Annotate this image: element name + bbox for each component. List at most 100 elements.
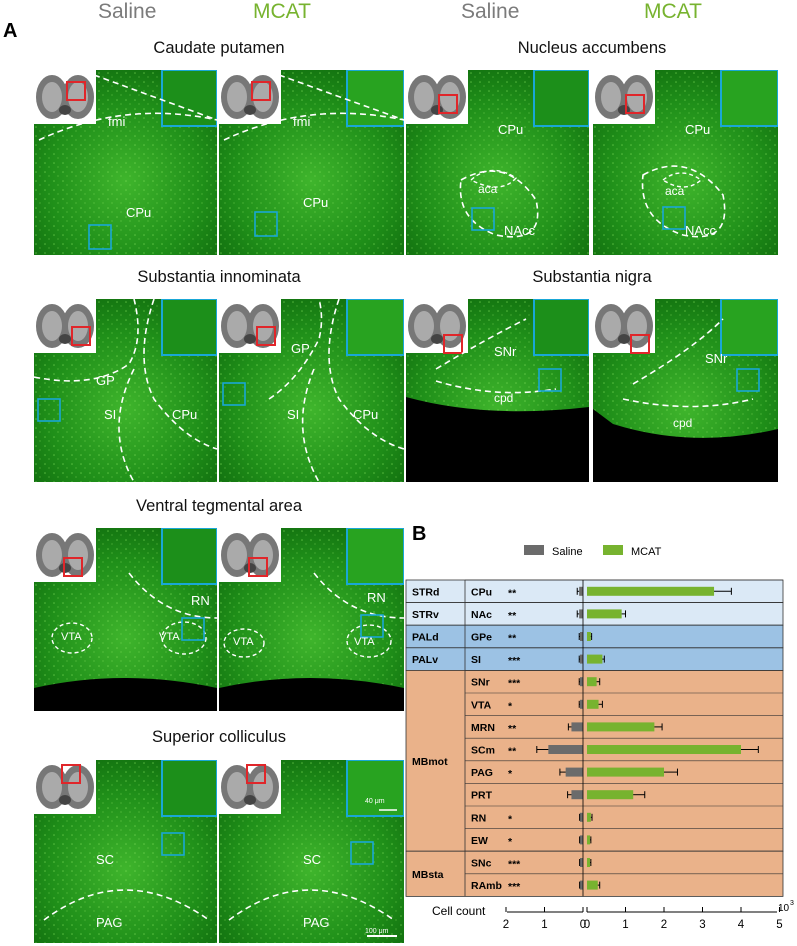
x-tick-label: 1 (541, 919, 547, 931)
label-snr: SNr (705, 351, 728, 366)
header-mcat-2: MCAT (644, 0, 702, 23)
group-label: MBsta (412, 869, 444, 881)
legend-saline-label: Saline (552, 546, 583, 558)
image-nacc-saline: CPu aca NAcc (406, 70, 589, 255)
bar-mcat (587, 858, 591, 867)
significance-label: *** (508, 859, 521, 871)
bar-mcat (587, 654, 603, 664)
region-title-caudate: Caudate putamen (153, 39, 285, 57)
category-label: PAG (471, 767, 493, 779)
exponent-sup: 3 (790, 900, 794, 907)
label-gp: GP (291, 341, 310, 356)
label-cpu: CPu (126, 205, 152, 220)
region-title-accumbens: Nucleus accumbens (517, 39, 667, 57)
bar-saline (580, 654, 583, 664)
legend-mcat-swatch (603, 545, 623, 555)
category-label: SNr (471, 677, 490, 689)
label-si: SI (104, 407, 117, 422)
header-saline-2: Saline (461, 0, 520, 23)
bar-mcat (587, 586, 715, 596)
image-cpu-mcat: fmi CPu (219, 70, 404, 255)
category-label: RAmb (471, 880, 502, 892)
legend-saline-swatch (524, 545, 544, 555)
scalebar-inset-label: 40 μm (365, 798, 385, 805)
category-label: SI (471, 654, 481, 666)
label-nacc: NAcc (685, 223, 717, 238)
label-cpu: CPu (172, 407, 198, 422)
panel-a-letter: A (3, 20, 18, 42)
group-label: STRv (412, 609, 439, 621)
label-sc: SC (303, 852, 322, 867)
x-tick-label: 3 (699, 919, 705, 931)
x-tick-label: 1 (622, 919, 628, 931)
category-label: CPu (471, 586, 492, 598)
x-tick-label: 2 (661, 919, 667, 931)
significance-label: *** (508, 881, 521, 893)
image-vta-mcat: RN VTA VTA (219, 528, 404, 711)
label-pag: PAG (96, 915, 123, 930)
bar-saline (548, 745, 583, 754)
category-label: EW (471, 835, 488, 847)
header-saline-1: Saline (98, 0, 157, 23)
label-snr: SNr (494, 344, 517, 359)
category-label: GPe (471, 632, 492, 644)
label-aca: aca (665, 184, 685, 198)
bar-mcat (587, 880, 598, 890)
significance-label: ** (508, 746, 517, 758)
bar-saline (580, 677, 583, 687)
exponent-base: 10 (778, 903, 790, 914)
significance-label: * (508, 836, 513, 848)
bar-saline (579, 586, 583, 596)
label-aca: aca (478, 182, 498, 196)
label-cpu: CPu (353, 407, 379, 422)
label-rn: RN (191, 593, 210, 608)
significance-label: ** (508, 633, 517, 645)
region-title-nigra: Substantia nigra (532, 268, 652, 286)
label-vta-right: VTA (159, 631, 180, 643)
category-label: SNc (471, 858, 492, 870)
significance-label: * (508, 700, 513, 712)
significance-label: ** (508, 723, 517, 735)
significance-label: *** (508, 678, 521, 690)
category-label: SCm (471, 745, 495, 757)
x-tick-label: 0 (580, 919, 586, 931)
bar-mcat (587, 699, 599, 709)
group-label: STRd (412, 586, 439, 598)
label-cpu: CPu (303, 195, 329, 210)
group-label: MBmot (412, 756, 448, 768)
label-pag: PAG (303, 915, 330, 930)
label-cpu: CPu (498, 122, 524, 137)
x-tick-label: 5 (776, 919, 782, 931)
image-sc-mcat: SC PAG 40 μm 100 μm (219, 760, 404, 943)
category-label: MRN (471, 722, 495, 734)
significance-label: ** (508, 587, 517, 599)
category-label: PRT (471, 790, 493, 802)
bar-mcat (587, 790, 634, 800)
label-cpd: cpd (494, 391, 514, 405)
label-si: SI (287, 407, 300, 422)
bar-mcat (587, 722, 655, 732)
significance-label: * (508, 813, 513, 825)
category-label: NAc (471, 609, 492, 621)
bar-mcat (587, 609, 622, 619)
legend-mcat-label: MCAT (631, 546, 662, 558)
group-band (405, 624, 784, 649)
label-gp: GP (96, 373, 115, 388)
scalebar-main-label: 100 μm (365, 928, 389, 935)
label-vta-right: VTA (354, 636, 375, 648)
bar-mcat (587, 767, 664, 777)
label-vta-left: VTA (233, 636, 254, 648)
label-cpu: CPu (685, 122, 711, 137)
region-title-colliculus: Superior colliculus (152, 728, 286, 746)
category-label: VTA (471, 699, 492, 711)
bar-saline (580, 835, 583, 845)
bar-mcat (587, 745, 741, 754)
bar-saline (565, 767, 583, 777)
image-snr-saline: SNr cpd (406, 299, 589, 482)
bar-saline (580, 812, 583, 822)
region-title-vta: Ventral tegmental area (135, 497, 303, 515)
label-rn: RN (367, 590, 386, 605)
x-tick-label: 4 (738, 919, 745, 931)
image-si-mcat: GP SI CPu (219, 299, 404, 482)
